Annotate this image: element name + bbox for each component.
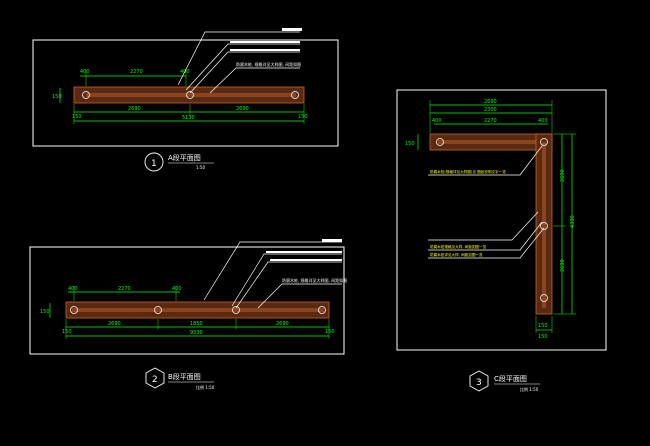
view-a-post-mid [186,91,194,99]
view-a-scale: 1:50 [196,165,205,170]
view-b-side-dim: 150 [40,309,50,315]
view-a-post-left [82,91,90,99]
view-b-post-4 [318,306,326,314]
view-c-title: C段平面图 [494,374,527,383]
view-c-number-hexagon [469,370,489,392]
view-a-dim-bottom-2: 2690 [128,106,141,112]
view-a-leader-4 [209,67,300,94]
view-c-leader-3 [428,227,545,259]
view-b-dim-top-2: 2270 [118,286,131,292]
view-a-frame [32,39,339,147]
view-a-number-circle [144,152,164,172]
view-b-post-1 [70,306,78,314]
view-c-dim-top2-1: 2690 [484,99,497,105]
view-b-dim-top-3: 400 [172,286,182,292]
view-c-number: 3 [476,378,482,388]
view-c-dim-top-2: 2270 [484,118,497,124]
view-c-leader-2 [428,221,543,251]
view-a-dim-total: 5130 [182,115,195,121]
view-b-leader-2 [231,253,342,307]
view-c-scale: 比例 1:50 [520,386,539,392]
view-c-dim-bottom-2: 150 [538,334,548,340]
view-c-beam-vertical [542,142,546,308]
view-a-dim-top-2: 2270 [130,69,143,75]
view-c-dim-right-1: 2690 [560,169,566,182]
view-b-frame [29,246,345,355]
view-c-dim-top2-2: 2300 [484,107,497,113]
view-b-scale: 比例 1:50 [196,384,215,390]
view-b-plan: 400 2270 400 150 2690 1850 2690 150 9330… [29,239,347,390]
view-c-side-dim: 150 [405,141,415,147]
view-b-leader-3 [235,261,342,309]
view-b-beam [72,308,324,312]
view-c-post-1 [436,138,444,146]
view-c-post-4 [540,294,548,302]
view-c-frame [396,89,607,351]
view-c-dim-bottom-1: 150 [538,323,548,329]
view-a-leader-1 [177,31,300,86]
view-b-dim-bottom-3: 1850 [190,321,203,327]
view-b-dim-bottom-2: 2690 [108,321,121,327]
view-c-dim-top-1: 400 [432,118,442,124]
view-b-number-hexagon [145,367,165,389]
view-c-dim-right-2: 4330 [570,215,576,228]
view-a-title: A段平面图 [168,153,201,162]
view-a-side-dim: 150 [52,94,62,100]
view-a-leader-2 [185,43,300,91]
view-a-leader-3 [189,51,300,94]
view-a-dim-top-1: 400 [80,69,90,75]
view-a-beam [86,93,296,97]
view-c-annotation-1: 防腐木桩(规格详见大样图)见 图纸说明文字一览 [430,169,506,174]
view-a-dim-bottom-4: 150 [298,114,308,120]
view-a-post-right [291,91,299,99]
view-c-post-3 [540,222,548,230]
view-c-beam-horizontal [438,140,544,144]
view-b-dim-bottom-4: 2690 [276,321,289,327]
view-a-annotation: 防腐木桩, 规格详见大样图, 间距如图 [236,61,301,67]
view-c-dim-top-3: 400 [538,118,548,124]
view-b-leader-1 [203,241,342,301]
view-a-dim-bottom-1: 150 [72,114,82,120]
view-b-number: 2 [152,375,158,385]
view-b-dim-top-1: 400 [68,286,78,292]
view-b-dim-total: 9330 [190,330,203,336]
view-c-dim-right-3: 2690 [560,259,566,272]
view-c-annotation-2: 防腐木桩规格见大样, 间距如图一览 [430,244,487,249]
view-c-post-2 [540,138,548,146]
view-b-post-2 [154,306,162,314]
view-c-leader-1 [428,145,543,176]
view-b-post-3 [232,306,240,314]
view-b-annotation: 防腐木桩, 规格详见大样图, 间距如图 [282,277,347,283]
view-a-dim-bottom-3: 2690 [236,106,249,112]
view-b-leader-4 [257,283,342,309]
view-b-dim-bottom-1: 150 [62,329,72,335]
view-a-plan: 400 2270 400 150 2690 2690 150 5130 150 … [32,28,339,172]
view-b-dim-bottom-5: 150 [325,329,335,335]
view-c-plan: 2690 2300 400 2270 400 150 2690 4330 269… [396,89,607,392]
view-b-title: B段平面图 [168,372,201,381]
view-c-annotation-3: 防腐木桩详见大样, 间距如图一览 [430,252,483,257]
view-a-number: 1 [151,159,157,169]
